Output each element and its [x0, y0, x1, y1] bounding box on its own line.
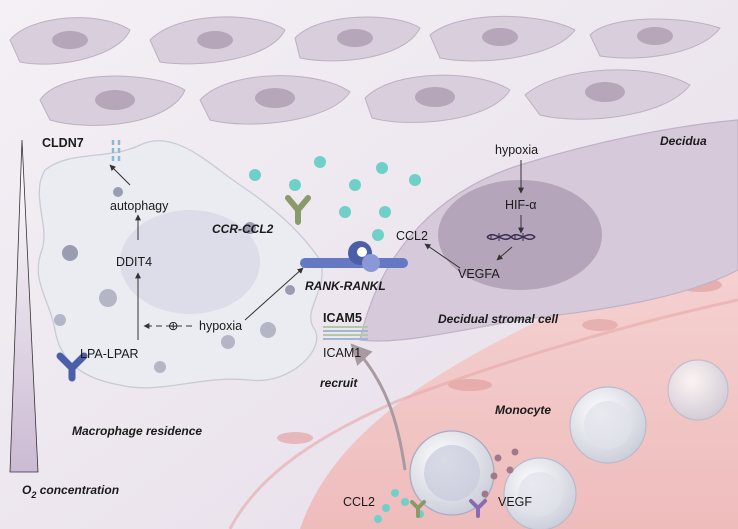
o2-gradient-triangle: [9, 139, 39, 473]
label-o2-concentration: O2 concentration: [22, 483, 119, 500]
label-macrophage-residence: Macrophage residence: [72, 424, 202, 438]
vessel-cell: [277, 432, 313, 444]
label-hypoxia-macrophage: hypoxia: [199, 319, 242, 333]
macrophage-cell: [37, 140, 323, 389]
label-cldn7: CLDN7: [42, 136, 84, 150]
inhibit-symbol-icon: ⊕: [168, 319, 178, 333]
label-autophagy: autophagy: [110, 199, 169, 213]
label-decidua: Decidua: [660, 134, 707, 148]
vegf-receptor-icon: [469, 499, 487, 518]
icam-adhesion-icon: [323, 326, 368, 340]
label-rank-rankl: RANK-RANKL: [305, 279, 386, 293]
label-ccl2-bottom: CCL2: [343, 495, 375, 509]
vessel-cell: [582, 319, 618, 331]
label-hif-alpha: HIF-α: [505, 198, 537, 212]
ccl2-chemokine-dots: [249, 156, 421, 241]
dna-helix-icon: [486, 233, 536, 241]
lpar-receptor-icon: [56, 352, 88, 382]
label-hypoxia-stromal: hypoxia: [495, 143, 538, 157]
label-monocyte: Monocyte: [495, 403, 551, 417]
ccr-receptor-icon: [285, 195, 311, 225]
label-ddit4: DDIT4: [116, 255, 152, 269]
arrow-dna-to-vegfa: [496, 246, 513, 261]
label-vegf: VEGF: [498, 495, 532, 509]
arrow-hypoxia-to-rank: [244, 267, 304, 321]
label-recruit: recruit: [320, 376, 358, 390]
label-lpa-lpar: LPA-LPAR: [80, 347, 139, 361]
label-vegfa: VEGFA: [458, 267, 500, 281]
label-icam5: ICAM5: [323, 311, 362, 325]
vessel-cell: [448, 379, 492, 391]
arrow-vegfa-to-ccl2: [424, 243, 461, 269]
arrow-autophagy-to-cldn7: [109, 164, 131, 186]
label-ccl2-stromal: CCL2: [396, 229, 428, 243]
decidual-cells-top: [9, 15, 721, 126]
rank-rankl-complex-icon: [300, 241, 408, 272]
label-icam1: ICAM1: [323, 346, 361, 360]
cldn7-icon: [111, 140, 121, 162]
ccr-bottom-receptor-icon: [410, 500, 426, 518]
label-decidual-stromal-cell: Decidual stromal cell: [438, 312, 559, 326]
pathway-arrows: [109, 160, 524, 340]
arrow-recruit: [350, 343, 407, 471]
macrophage-nucleus: [120, 210, 260, 314]
vessel-wall-line: [228, 298, 738, 529]
label-ccr-ccl2: CCR-CCL2: [212, 222, 274, 236]
